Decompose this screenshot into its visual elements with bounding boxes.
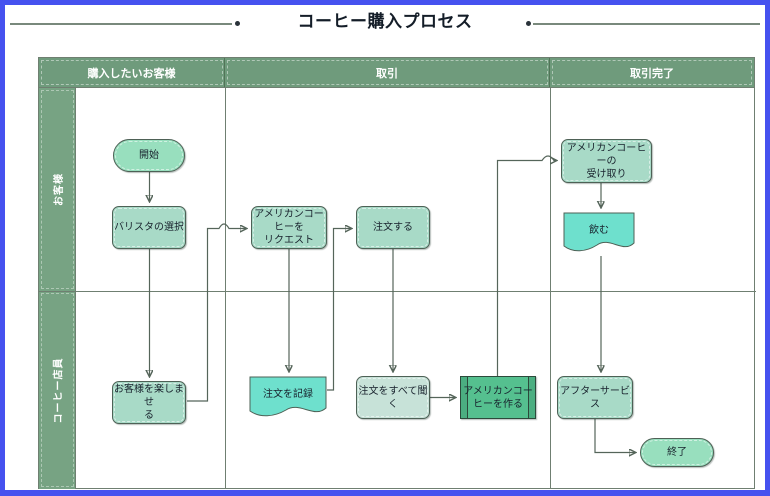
row-label-staff[interactable]: コーヒー店員: [39, 291, 76, 489]
lane-header-transaction-done[interactable]: 取引完了: [550, 58, 754, 87]
connector-afterservice-to-end[interactable]: [594, 419, 635, 453]
node-listen-orders-label: 注文をすべて聞く: [358, 385, 428, 410]
node-record-order[interactable]: 注文を記録: [249, 376, 327, 421]
node-record-order-label: 注文を記録: [263, 389, 313, 400]
node-place-order-label: 注文する: [373, 222, 413, 233]
lane-divider-1: [225, 88, 226, 489]
node-make-coffee[interactable]: アメリカンコー ヒーを作る: [460, 376, 536, 419]
node-make-coffee-label: アメリカンコー ヒーを作る: [463, 385, 533, 410]
node-after-service-label: アフターサービス: [560, 385, 630, 410]
node-entertain-label: お客様を楽しませ る: [114, 384, 184, 421]
lane-header-transaction[interactable]: 取引: [225, 58, 550, 87]
swimlane-table: 購入したいお客様 取引 取引完了 お客様 コーヒー店員: [38, 57, 756, 489]
page-title: コーヒー購入プロセス: [297, 12, 473, 31]
connector-record-to-order[interactable]: [327, 229, 351, 391]
node-select-barista[interactable]: バリスタの選択: [112, 206, 186, 249]
node-entertain[interactable]: お客様を楽しませ る: [112, 381, 186, 424]
node-receive-coffee-label: アメリカンコーヒーの 受け取り: [566, 142, 647, 180]
connector-make-to-receive[interactable]: [496, 155, 557, 376]
node-start[interactable]: 開始: [113, 139, 185, 172]
title-rule-right: [533, 23, 760, 25]
node-drink[interactable]: 飲む: [563, 212, 635, 256]
node-listen-orders[interactable]: 注文をすべて聞く: [356, 376, 430, 419]
lane-divider-2: [550, 88, 551, 489]
title-rule-left-dot: [235, 21, 240, 26]
node-request-coffee[interactable]: アメリカンコーヒーを リクエスト: [251, 206, 327, 249]
lane-header-row: 購入したいお客様 取引 取引完了: [39, 58, 754, 88]
row-label-customer[interactable]: お客様: [39, 88, 76, 291]
lane-header-customer-wants[interactable]: 購入したいお客様: [39, 58, 225, 87]
node-request-coffee-label: アメリカンコーヒーを リクエスト: [254, 209, 324, 246]
node-place-order[interactable]: 注文する: [356, 206, 430, 249]
node-select-barista-label: バリスタの選択: [114, 222, 184, 233]
node-start-label: 開始: [139, 150, 159, 161]
document-shape: [563, 212, 635, 252]
node-end-label: 終了: [667, 447, 687, 458]
node-after-service[interactable]: アフターサービス: [557, 376, 633, 419]
title-rule-right-dot: [526, 21, 531, 26]
document-shape: [249, 376, 327, 417]
node-drink-label: 飲む: [589, 224, 609, 236]
row-divider: [39, 291, 756, 292]
node-receive-coffee[interactable]: アメリカンコーヒーの 受け取り: [561, 139, 652, 183]
title-rule-left: [10, 23, 232, 25]
node-end[interactable]: 終了: [640, 438, 714, 467]
connector-entertain-to-request[interactable]: [187, 223, 246, 402]
